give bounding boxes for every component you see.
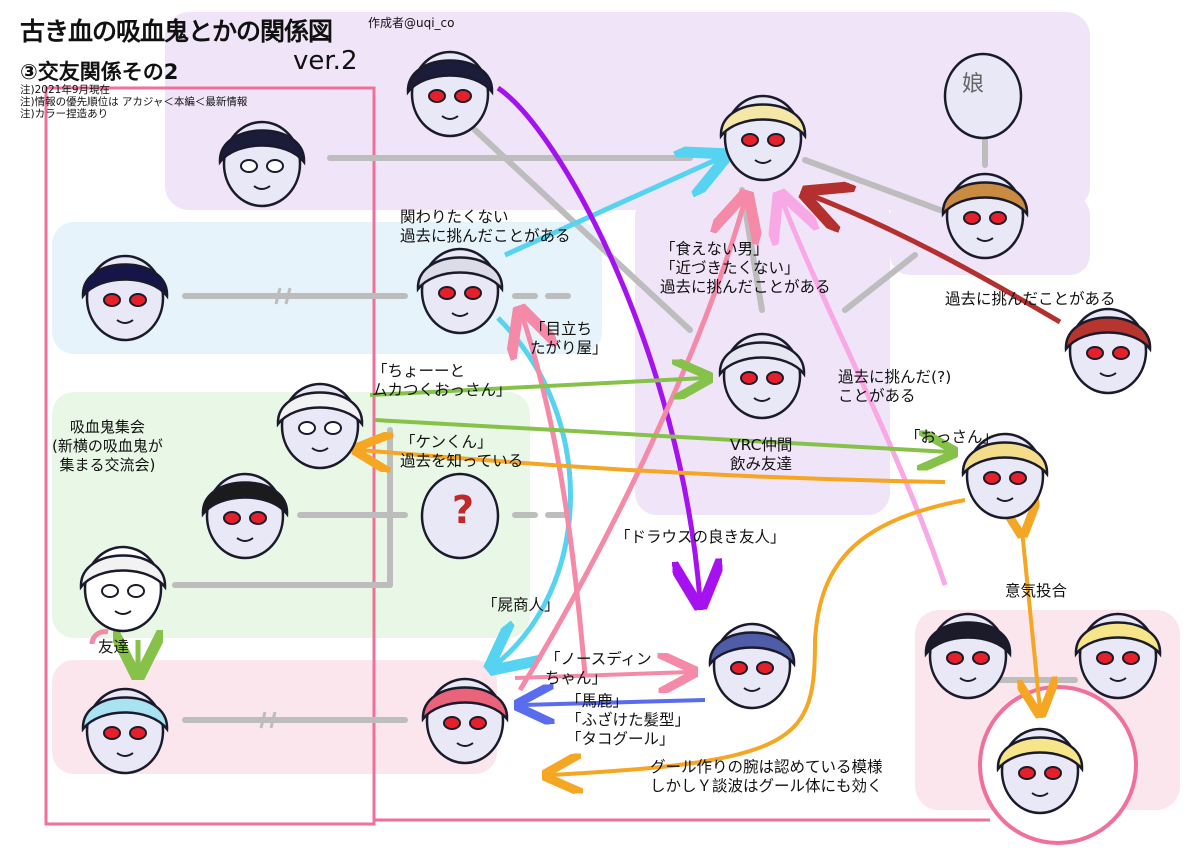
diagram-subtitle: ③交友関係その2 — [20, 56, 178, 86]
label-ikikitougou: 意気投合 — [1005, 582, 1067, 601]
mystery-head-text: ? — [452, 488, 474, 532]
label-ghoul: グール作りの腕は認めている模様 しかしＹ談波はグール体にも効く — [650, 758, 883, 796]
label-inedible: 「食えない男」 「近づきたくない」 過去に挑んだことがある — [660, 240, 831, 297]
horned-head — [720, 334, 804, 418]
top-woman-head — [408, 52, 492, 136]
society-group-label: 吸血鬼集会 (新横の吸血鬼が 集まる交流会) — [52, 418, 163, 475]
red-hair-woman-head — [1066, 309, 1150, 393]
red-spiky-hair-head — [423, 679, 507, 763]
label-choto: 「ちょーーと ムカつくおっさん」 — [372, 362, 512, 400]
dark-hair-boy-head — [83, 256, 167, 340]
silver-hair-head — [418, 249, 502, 333]
hat-masked-head — [203, 474, 287, 558]
label-shishonin: 「屍商人」 — [482, 596, 560, 615]
daughter-head-text: 娘 — [962, 66, 984, 98]
braid-woman-head — [943, 174, 1027, 258]
label-challenged: 過去に挑んだことがある — [945, 290, 1116, 309]
version-label: ver.2 — [293, 46, 358, 76]
label-vrc: VRC仲間 飲み友達 — [730, 436, 792, 474]
elder-vampire-head — [721, 96, 805, 180]
author-credit: 作成者@uqi_co — [368, 14, 455, 31]
label-draus: 「ドラウスの良き友人」 — [615, 528, 786, 547]
label-tomodachi: 友達 — [98, 638, 129, 657]
bandana-head — [278, 384, 362, 468]
label-challenged-q: 過去に挑んだ(?) ことがある — [838, 368, 951, 406]
label-attention: 「目立ち たがり屋」 — [530, 320, 608, 358]
diagram-title: 古き血の吸血鬼とかの関係図 — [20, 12, 332, 48]
label-northdin: 「ノースディン ちゃん」 — [545, 650, 652, 688]
label-avoid: 関わりたくない 過去に挑んだことがある — [400, 208, 571, 246]
blue-hair-mustache-head — [710, 624, 794, 708]
note-line-2: 注)情報の優先順位は アカジャ＜本編＜最新情報 — [20, 96, 247, 108]
blonde-woman-head — [1076, 614, 1160, 698]
label-ken: 「ケンくん」 過去を知っている — [400, 433, 523, 471]
ghost-sheet-head — [81, 547, 165, 631]
monocle-head — [926, 614, 1010, 698]
label-baka: 「馬鹿」 「ふざけた髪型」 「タコグール」 — [566, 692, 690, 749]
note-line-1: 注)2021年9月現在 — [20, 84, 110, 96]
note-line-3: 注)カラー捏造あり — [20, 108, 108, 120]
pastel-hair-head — [83, 689, 167, 773]
spiky-hair-head — [220, 122, 304, 206]
small-blonde-head — [998, 729, 1082, 813]
label-ossan: 「おっさん」 — [905, 428, 998, 447]
